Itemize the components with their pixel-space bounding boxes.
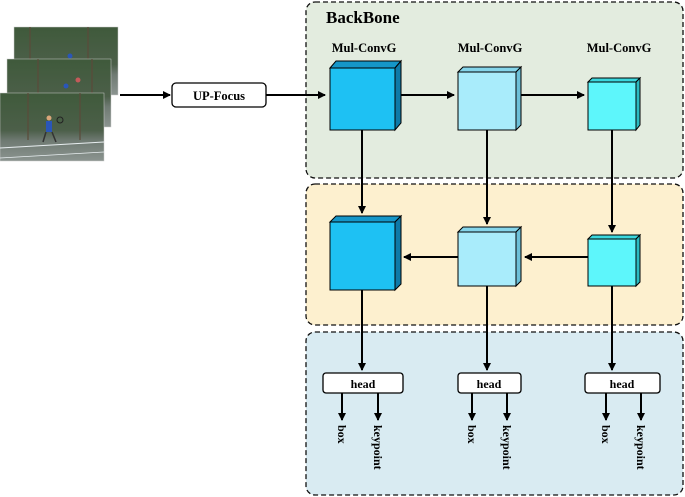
head-block-3: head: [584, 372, 661, 394]
head-label-1: head: [351, 377, 376, 391]
neck-cube-3: [586, 233, 642, 288]
backbone-cube-1: [328, 59, 403, 132]
input-frame-3: [0, 92, 105, 162]
neck-cube-2: [456, 225, 523, 288]
head-3-output-box: box: [599, 425, 613, 444]
up-focus-label: UP-Focus: [193, 89, 245, 103]
column-label-2: Mul-ConvG: [458, 41, 523, 55]
head-block-1: head: [322, 372, 404, 394]
head-block-2: head: [457, 372, 522, 394]
head-1-output-keypoint: keypoint: [371, 425, 385, 470]
neck-cube-1: [328, 214, 403, 292]
head-label-3: head: [610, 377, 635, 391]
backbone-cube-3: [586, 76, 642, 132]
backbone-cube-2: [456, 65, 523, 132]
column-label-3: Mul-ConvG: [587, 41, 652, 55]
head-2-output-box: box: [465, 425, 479, 444]
head-2-output-keypoint: keypoint: [500, 425, 514, 470]
head-label-2: head: [477, 377, 502, 391]
column-label-1: Mul-ConvG: [332, 41, 397, 55]
backbone-title: BackBone: [326, 8, 400, 27]
head-1-output-box: box: [335, 425, 349, 444]
input-image-stack: [0, 26, 119, 162]
head-3-output-keypoint: keypoint: [634, 425, 648, 470]
